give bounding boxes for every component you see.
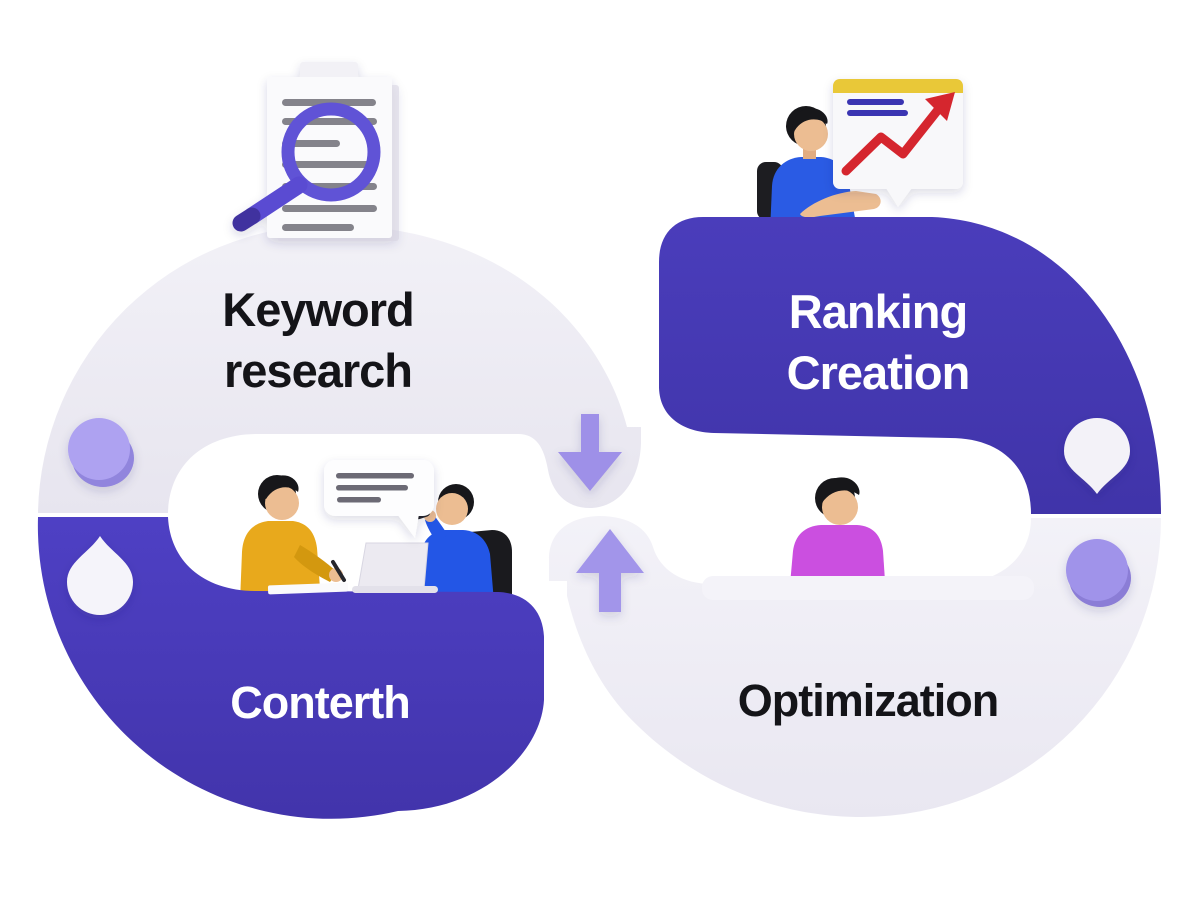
droplet-icon-left bbox=[67, 536, 133, 615]
person-torso-blue bbox=[421, 530, 494, 602]
person-head bbox=[794, 117, 828, 151]
label-keyword-research: Keyword research bbox=[222, 279, 414, 401]
desk-items bbox=[267, 460, 438, 595]
label-line: research bbox=[224, 344, 413, 398]
label-line: Keyword bbox=[222, 283, 414, 336]
person-head bbox=[265, 486, 299, 520]
person-torso-yellow bbox=[240, 521, 321, 602]
magnifying-glass-handle bbox=[243, 176, 308, 225]
chart-text-line bbox=[847, 110, 908, 116]
person-hair-front bbox=[819, 477, 860, 503]
laptop-base bbox=[352, 586, 438, 593]
growth-chart-card bbox=[833, 79, 963, 207]
down-arrow-icon bbox=[558, 414, 622, 491]
paper-tab bbox=[300, 62, 358, 80]
magnifying-glass-icon bbox=[281, 102, 381, 202]
up-arrow-icon bbox=[576, 529, 644, 612]
person-arm bbox=[294, 545, 337, 582]
segment-keyword-research bbox=[38, 225, 641, 513]
laptop-icon bbox=[357, 542, 429, 590]
person-head bbox=[436, 493, 468, 525]
accent-dot-right bbox=[1066, 539, 1131, 607]
person-hair-front bbox=[263, 475, 299, 499]
label-line: Ranking bbox=[788, 285, 968, 338]
growth-arrow-head bbox=[925, 92, 955, 121]
speech-bubble-icon bbox=[324, 460, 434, 538]
label-line: Conterth bbox=[230, 677, 410, 728]
label-optimization: Optimization bbox=[737, 672, 999, 731]
person-arm-presenting bbox=[800, 191, 881, 218]
label-line: Optimization bbox=[737, 675, 999, 726]
document-search-illustration bbox=[232, 62, 399, 241]
label-line: Creation bbox=[786, 346, 971, 400]
accent-dot-left bbox=[68, 418, 134, 487]
paper-sheet bbox=[267, 582, 349, 595]
chart-card-tail bbox=[886, 188, 912, 207]
magnifying-glass-handle-tip bbox=[232, 207, 261, 232]
chart-text-line bbox=[847, 99, 904, 105]
pen-icon bbox=[331, 560, 346, 582]
droplet-icon-right bbox=[1064, 418, 1130, 494]
segment-ranking-creation bbox=[659, 217, 1161, 514]
growth-arrow-icon bbox=[841, 101, 946, 176]
label-ranking-creation: Ranking Creation bbox=[786, 281, 971, 403]
desk-ledge bbox=[702, 576, 1034, 600]
chart-card bbox=[833, 79, 963, 189]
label-content: Conterth bbox=[230, 674, 410, 733]
team-meeting-illustration bbox=[240, 475, 512, 602]
person-hair-front bbox=[792, 108, 828, 132]
person-head bbox=[822, 489, 858, 525]
chart-card-header bbox=[833, 79, 963, 93]
